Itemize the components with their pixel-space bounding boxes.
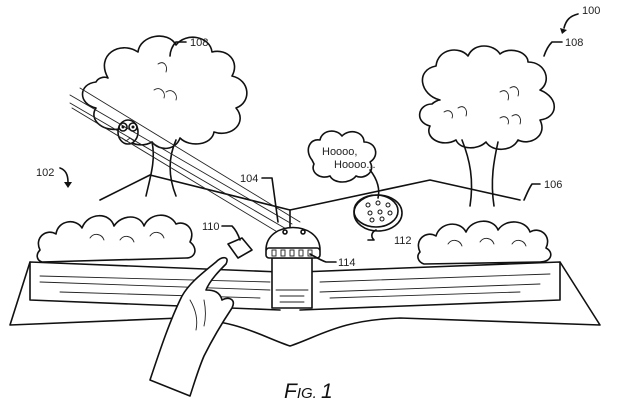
ref-102: 102 [36,167,54,179]
ref-110: 110 [202,221,220,233]
projector-device [265,226,321,309]
right-tree [418,45,556,207]
popup-page [99,174,521,211]
figure-caption: FIG. 1 [284,380,333,403]
ref-100: 100 [582,5,600,17]
leader-lines [59,13,579,263]
ref-104: 104 [240,173,258,185]
speech-line-2: Hoooo... [334,159,376,171]
speaker-device [353,194,403,232]
ref-108-left: 108 [190,37,208,49]
left-tree [81,35,248,197]
hand [149,256,235,397]
ref-112: 112 [394,235,412,247]
ref-106: 106 [544,179,562,191]
ref-114: 114 [338,257,356,269]
speech-line-1: Hoooo, [322,146,357,158]
ref-108-right: 108 [565,37,583,49]
left-bushes [36,214,196,263]
tag-device [227,237,253,259]
right-bushes [417,220,552,265]
projection-beam [69,87,301,237]
speech-bubble: Hoooo, Hoooo... [307,130,380,199]
